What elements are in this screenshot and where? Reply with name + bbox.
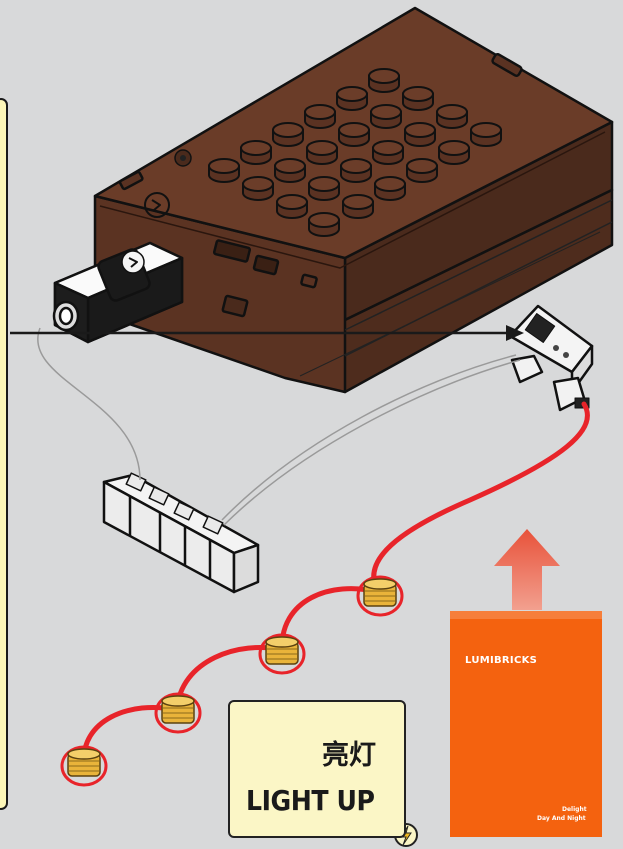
pack-tagline-2: Day And Night <box>537 815 586 822</box>
brick-stud <box>343 195 373 218</box>
led <box>260 635 304 673</box>
brick-stud <box>439 141 469 164</box>
brick-stud <box>339 123 369 146</box>
brick-stud <box>407 159 437 182</box>
light-up-card <box>228 700 406 838</box>
led <box>62 747 106 785</box>
brick-stud <box>241 141 271 164</box>
brick-stud <box>369 69 399 92</box>
control-board <box>510 306 592 410</box>
brick-stud <box>471 123 501 146</box>
brick-stud <box>373 141 403 164</box>
brick-stud <box>305 105 335 128</box>
brick-stud <box>243 177 273 200</box>
brick-stud <box>309 177 339 200</box>
brick-stud <box>337 87 367 110</box>
brick-stud <box>275 159 305 182</box>
brick-stud <box>375 177 405 200</box>
led <box>156 694 200 732</box>
brick-stud <box>405 123 435 146</box>
brick-stud <box>273 123 303 146</box>
brick-stud <box>277 195 307 218</box>
led <box>358 577 402 615</box>
brick-stud <box>209 159 239 182</box>
brick-stud <box>309 213 339 236</box>
brick-stud <box>341 159 371 182</box>
product-pack <box>450 611 602 837</box>
connector-block <box>104 473 258 592</box>
brick-stud <box>403 87 433 110</box>
up-arrow <box>494 529 560 610</box>
light-up-label-en: LIGHT UP <box>246 784 375 817</box>
pack-brand: LUMIBRICKS <box>465 655 537 666</box>
brick-stud <box>371 105 401 128</box>
pack-tagline-1: Delight <box>562 806 587 813</box>
brick-stud <box>437 105 467 128</box>
brick-stud <box>307 141 337 164</box>
light-up-label-cn: 亮灯 <box>322 733 376 772</box>
